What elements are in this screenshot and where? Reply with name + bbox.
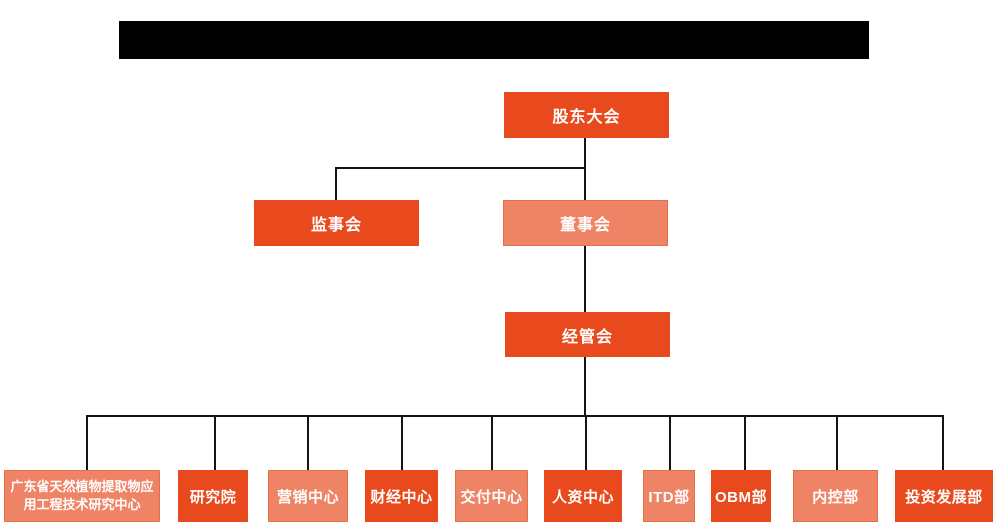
connector-branch-horizontal [335, 167, 586, 169]
connector-drop-6 [585, 417, 587, 470]
connector-management-down [584, 357, 586, 417]
connector-drop-2 [214, 417, 216, 470]
connector-bottom-horizontal [86, 415, 944, 417]
connector-shareholders-board [584, 138, 586, 202]
node-dept-delivery-center: 交付中心 [455, 470, 528, 522]
node-supervisory-board: 监事会 [254, 200, 419, 246]
node-dept-research-institute: 研究院 [178, 470, 248, 522]
connector-drop-4 [401, 417, 403, 470]
node-dept-research-center: 广东省天然植物提取物应用工程技术研究中心 [4, 470, 160, 522]
node-dept-finance-center: 财经中心 [365, 470, 438, 522]
node-dept-itd: ITD部 [643, 470, 695, 522]
connector-drop-5 [491, 417, 493, 470]
connector-drop-9 [836, 417, 838, 470]
node-board-of-directors: 董事会 [503, 200, 668, 246]
connector-supervisory-drop [335, 169, 337, 200]
connector-drop-1 [86, 417, 88, 470]
node-dept-investment-development: 投资发展部 [895, 470, 993, 522]
connector-drop-3 [307, 417, 309, 470]
node-dept-hr-center: 人资中心 [544, 470, 622, 522]
node-management-committee: 经管会 [505, 312, 670, 357]
connector-drop-10 [942, 417, 944, 470]
redacted-title-bar [119, 21, 869, 59]
node-dept-internal-control: 内控部 [793, 470, 878, 522]
connector-drop-7 [669, 417, 671, 470]
node-dept-obm: OBM部 [711, 470, 771, 522]
connector-drop-8 [744, 417, 746, 470]
connector-board-management [584, 246, 586, 312]
node-shareholders-meeting: 股东大会 [504, 92, 669, 138]
node-dept-marketing-center: 营销中心 [268, 470, 348, 522]
